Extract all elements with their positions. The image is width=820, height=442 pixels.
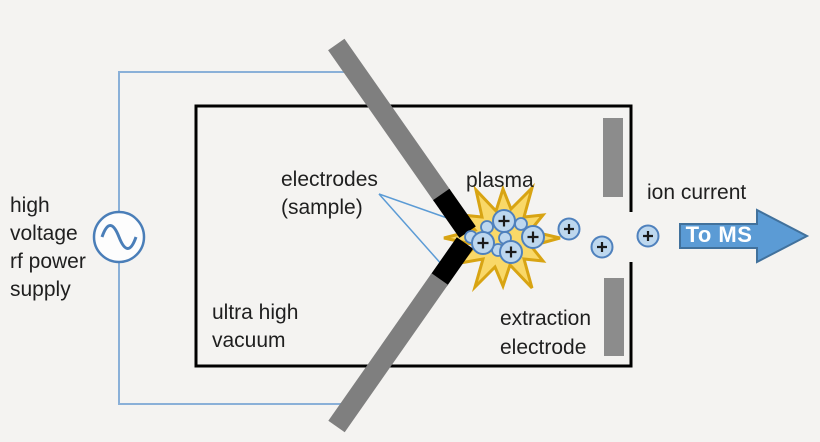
- electrode-tip-upper: [433, 188, 476, 238]
- electrodes-line-2: (sample): [281, 196, 363, 219]
- free-ions: [557, 217, 660, 259]
- sine-wave-icon: [100, 224, 138, 250]
- extraction-bar-lower: [604, 278, 624, 356]
- electrode-tip-lower: [430, 237, 474, 287]
- leader-line-lower: [378, 193, 444, 267]
- vacuum-line-2: vacuum: [212, 329, 286, 352]
- vacuum-label: ultra high vacuum: [212, 299, 298, 355]
- leader-line-upper: [378, 193, 451, 220]
- electrode-rod-upper: [328, 38, 476, 238]
- power-supply-line-2: voltage: [10, 222, 78, 245]
- plasma-ions: [471, 209, 545, 264]
- power-supply-line-1: high: [10, 194, 50, 217]
- extraction-line-2: electrode: [500, 336, 587, 359]
- electrode-rod-lower-shaft: [328, 273, 448, 433]
- ion-icon: [492, 209, 516, 233]
- electrodes-line-1: electrodes: [281, 168, 378, 191]
- ion-icon: [636, 224, 660, 248]
- extraction-electrode-label: extraction electrode: [500, 304, 591, 362]
- ion-icon: [590, 235, 614, 259]
- plasma-label: plasma: [466, 169, 534, 192]
- ion-icon: [557, 217, 581, 241]
- vacuum-line-1: ultra high: [212, 301, 299, 324]
- electrodes-label: electrodes (sample): [281, 166, 378, 222]
- power-supply-line-4: supply: [10, 278, 71, 301]
- ac-source-icon: [92, 210, 146, 264]
- ion-icon: [471, 231, 495, 255]
- vacuum-chamber: [194, 104, 633, 368]
- electrode-rod-upper-shaft: [328, 38, 451, 202]
- ion-icon: [521, 225, 545, 249]
- extraction-line-1: extraction: [500, 307, 592, 330]
- power-supply-line-3: rf power: [10, 250, 86, 273]
- to-ms-arrow: [679, 208, 810, 264]
- extraction-bar-upper: [603, 118, 623, 197]
- ion-icon: [499, 240, 523, 264]
- to-ms-label: To MS: [685, 222, 753, 247]
- power-supply-label: high voltage rf power supply: [10, 192, 86, 304]
- ion-current-label: ion current: [647, 181, 747, 204]
- electrode-rod-lower: [328, 237, 474, 433]
